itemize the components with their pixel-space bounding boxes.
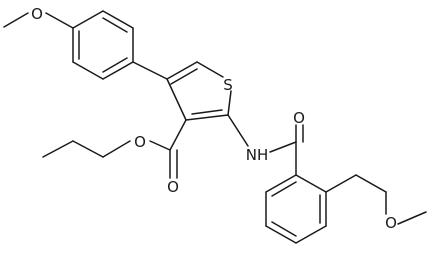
bond bbox=[132, 61, 168, 80]
bond bbox=[102, 140, 131, 158]
bond bbox=[149, 140, 171, 151]
nh-label: NH bbox=[246, 146, 269, 164]
bond bbox=[102, 17, 128, 33]
bond bbox=[42, 140, 74, 158]
oxygen-label: O bbox=[167, 178, 179, 196]
bond bbox=[269, 141, 297, 153]
bond bbox=[397, 211, 427, 225]
bond bbox=[295, 174, 327, 193]
oxygen-label: O bbox=[293, 109, 305, 127]
oxygen-label: O bbox=[385, 214, 397, 232]
bond bbox=[271, 181, 297, 197]
bond bbox=[295, 225, 327, 244]
bond bbox=[227, 114, 249, 147]
bond bbox=[196, 61, 224, 78]
bond bbox=[72, 10, 104, 29]
bond bbox=[166, 78, 187, 121]
oxygen-label: O bbox=[134, 133, 146, 151]
bond bbox=[102, 61, 134, 80]
bond bbox=[170, 68, 198, 85]
oxygen-label: O bbox=[31, 5, 43, 23]
bond bbox=[355, 174, 387, 193]
bond bbox=[72, 140, 104, 158]
bond bbox=[72, 61, 104, 80]
bond bbox=[191, 109, 223, 115]
bond bbox=[102, 57, 128, 73]
bond bbox=[166, 61, 198, 80]
bond bbox=[227, 90, 232, 116]
bond bbox=[271, 221, 297, 237]
bond bbox=[3, 12, 29, 28]
bond bbox=[325, 174, 357, 193]
bond bbox=[265, 174, 297, 193]
bond bbox=[185, 114, 229, 121]
bond bbox=[265, 225, 297, 244]
bond bbox=[45, 12, 74, 29]
bond bbox=[102, 10, 134, 29]
sulfur-label: S bbox=[223, 76, 233, 94]
bond bbox=[169, 119, 187, 151]
